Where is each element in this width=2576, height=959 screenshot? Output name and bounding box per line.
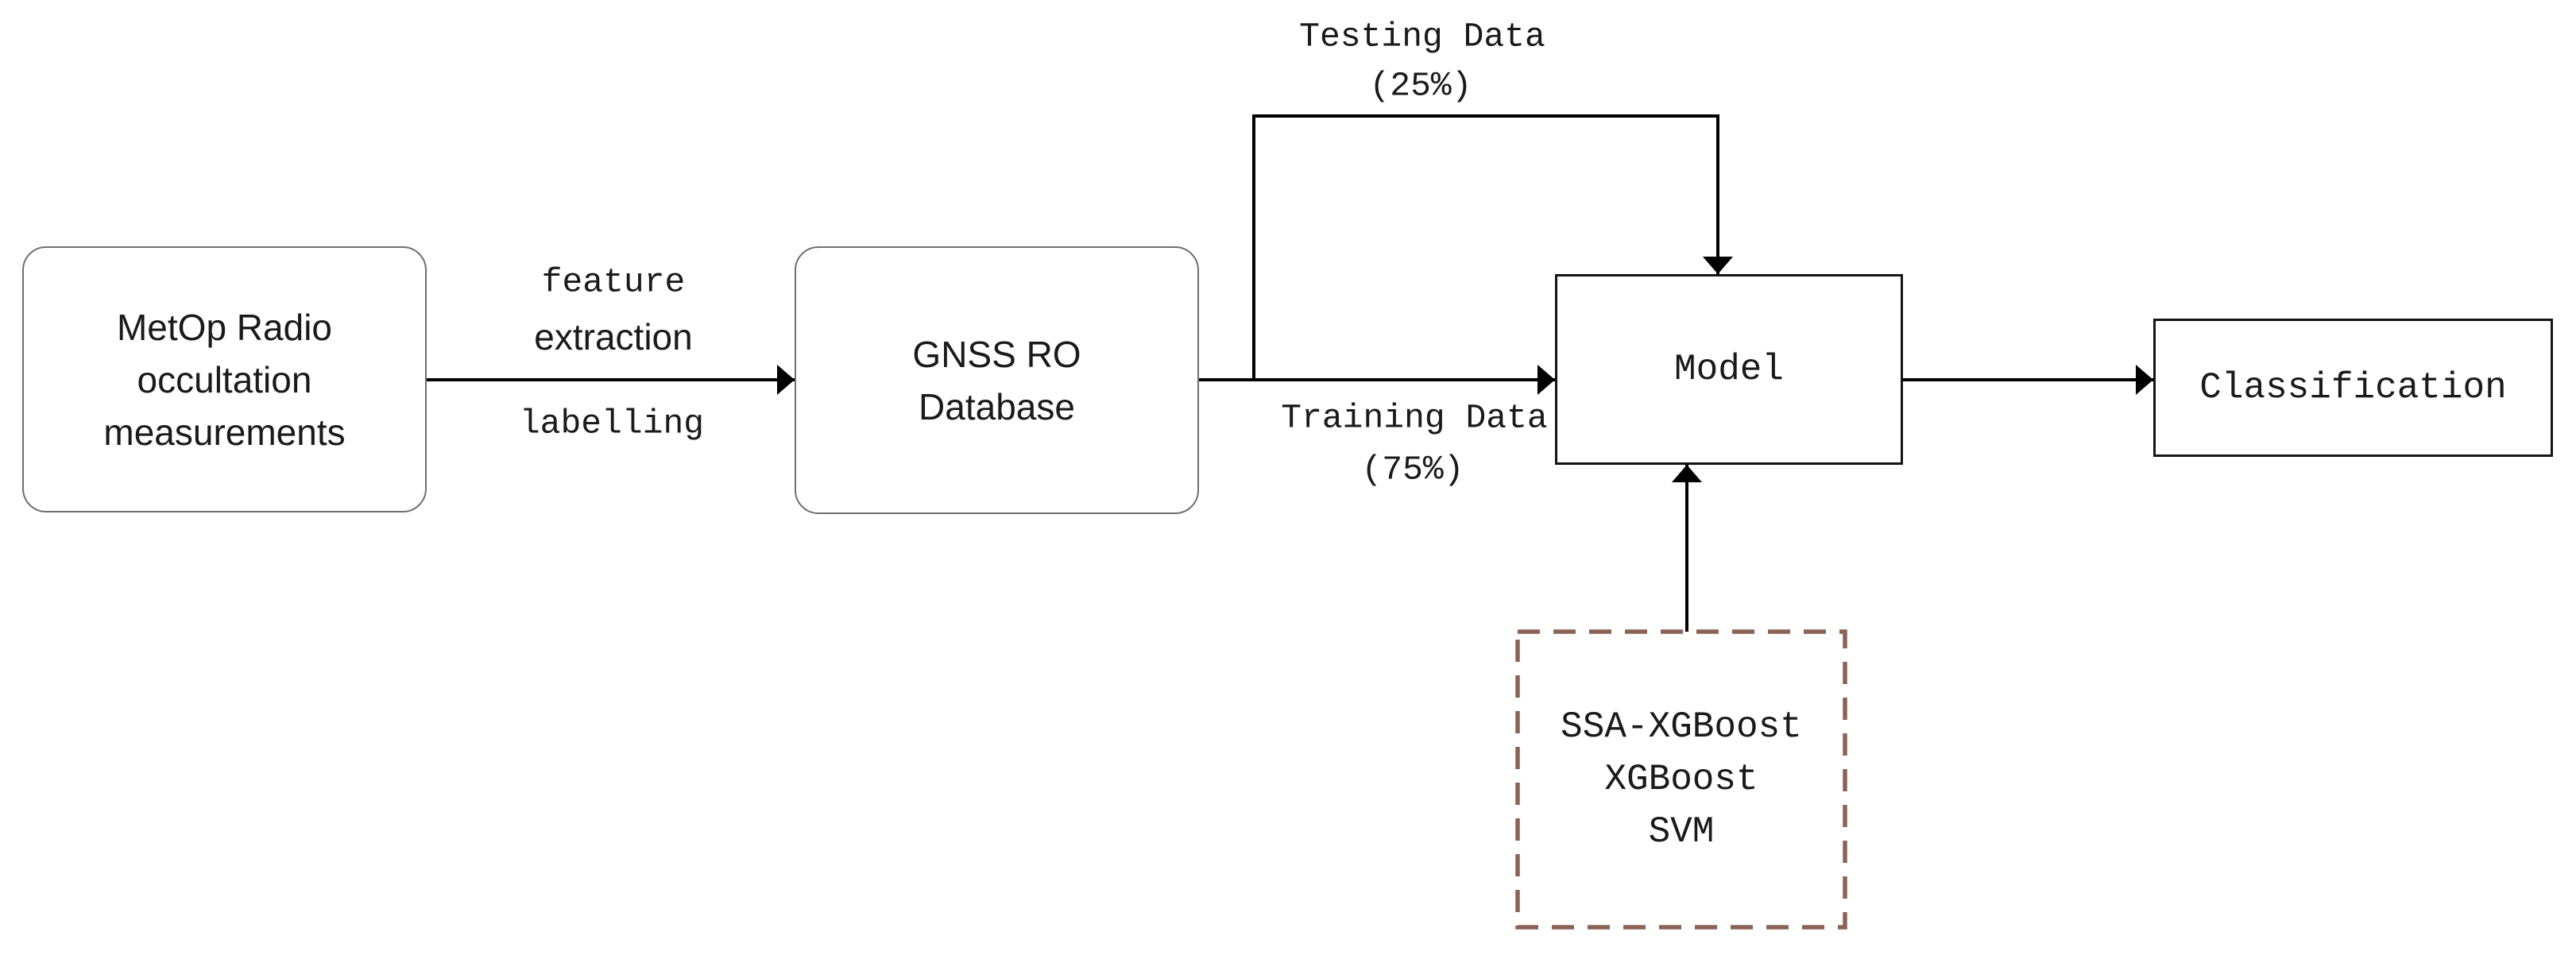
metop-node: MetOp Radio occultation measurements: [22, 246, 427, 512]
algorithms-node-line: SSA-XGBoost: [1561, 706, 1802, 748]
metop-node-line: occultation: [137, 358, 312, 400]
arrow-gnss-to-model-testing: [1252, 114, 1733, 380]
feature-extraction-label-line1: feature: [541, 262, 686, 302]
training-data-percent-label: (75%): [1361, 450, 1464, 489]
feature-extraction-label-line2: extraction: [534, 316, 693, 358]
metop-node-line: MetOp Radio: [116, 306, 332, 348]
testing-data-percent-label: (25%): [1369, 66, 1472, 106]
algorithms-node-line: XGBoost: [1604, 759, 1758, 800]
training-data-label: Training Data: [1281, 398, 1548, 438]
labelling-label: labelling: [519, 404, 705, 443]
gnss-database-node-line: GNSS RO: [912, 333, 1081, 375]
testing-data-label: Testing Data: [1299, 17, 1545, 56]
classification-node: Classification: [2153, 319, 2553, 457]
gnss-database-node: GNSS RO Database: [795, 246, 1199, 514]
metop-node-line: measurements: [103, 411, 346, 453]
model-node-label: Model: [1673, 349, 1785, 390]
classification-node-label: Classification: [2199, 367, 2507, 408]
gnss-database-node-line: Database: [919, 385, 1075, 427]
algorithms-node: SSA-XGBoost XGBoost SVM: [1518, 632, 1845, 927]
algorithms-node-line: SVM: [1648, 811, 1715, 853]
model-node: Model: [1555, 274, 1903, 465]
algorithms-box-border: [1515, 629, 1847, 930]
